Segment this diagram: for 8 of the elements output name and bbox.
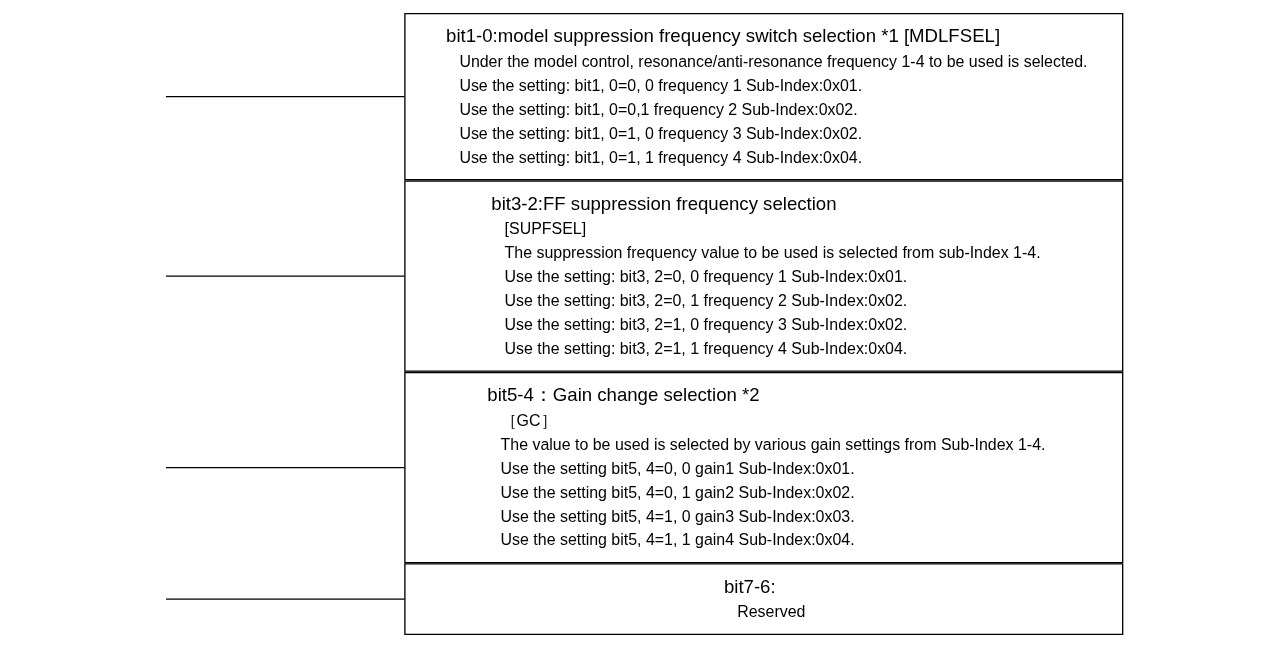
connector [165, 598, 406, 600]
node-box: bit1-0:model suppression frequency switch selection *1 [MDLFSEL] Under the model control, resonance/anti-resonance frequency 1-4 to be used is selected. Use the setting: bit1, 0=0, 0 frequency 1 Sub-Index:0x01. Use the setting: bit1, 0=0,1 frequency 2 Sub-Index:0x02. Use the setting: bit1, 0=1, 0 frequency 3 Sub-Index:0x02. Use the setting: bit1, 0=1, 1 frequency 4 Sub-Index:0x04. [404, 12, 1124, 181]
node-box: bit7-6: Reserved [404, 563, 1124, 636]
connector [165, 466, 406, 469]
connector [165, 96, 406, 98]
connector [165, 275, 406, 277]
node-box: bit5-4：Gain change selection *2 ［GC］ The value to be used is selected by various gain settings from Sub-Index 1-4. Use the setting bit5, 4=0, 0 gain1 Sub-Index:0x01. Use the setting bit5, 4=0, 1 gain2 Sub-Index:0x02. Use the setting bit5, 4=1, 0 gain3 Sub-Index:0x03. Use the setting bit5, 4=1, 1 gain4 Sub-Index:0x04. [404, 371, 1124, 564]
node-box: bit3-2:FF suppression frequency selection [SUPFSEL] The suppression frequency value to be used is selected from sub-Index 1-4. Use the setting: bit3, 2=0, 0 frequency 1 Sub-Index:0x01. Use the setting: bit3, 2=0, 1 frequency 2 Sub-Index:0x02. Use the setting: bit3, 2=1, 0 frequency 3 Sub-Index:0x02. Use the setting: bit3, 2=1, 1 frequency 4 Sub-Index:0x04. [404, 180, 1124, 372]
